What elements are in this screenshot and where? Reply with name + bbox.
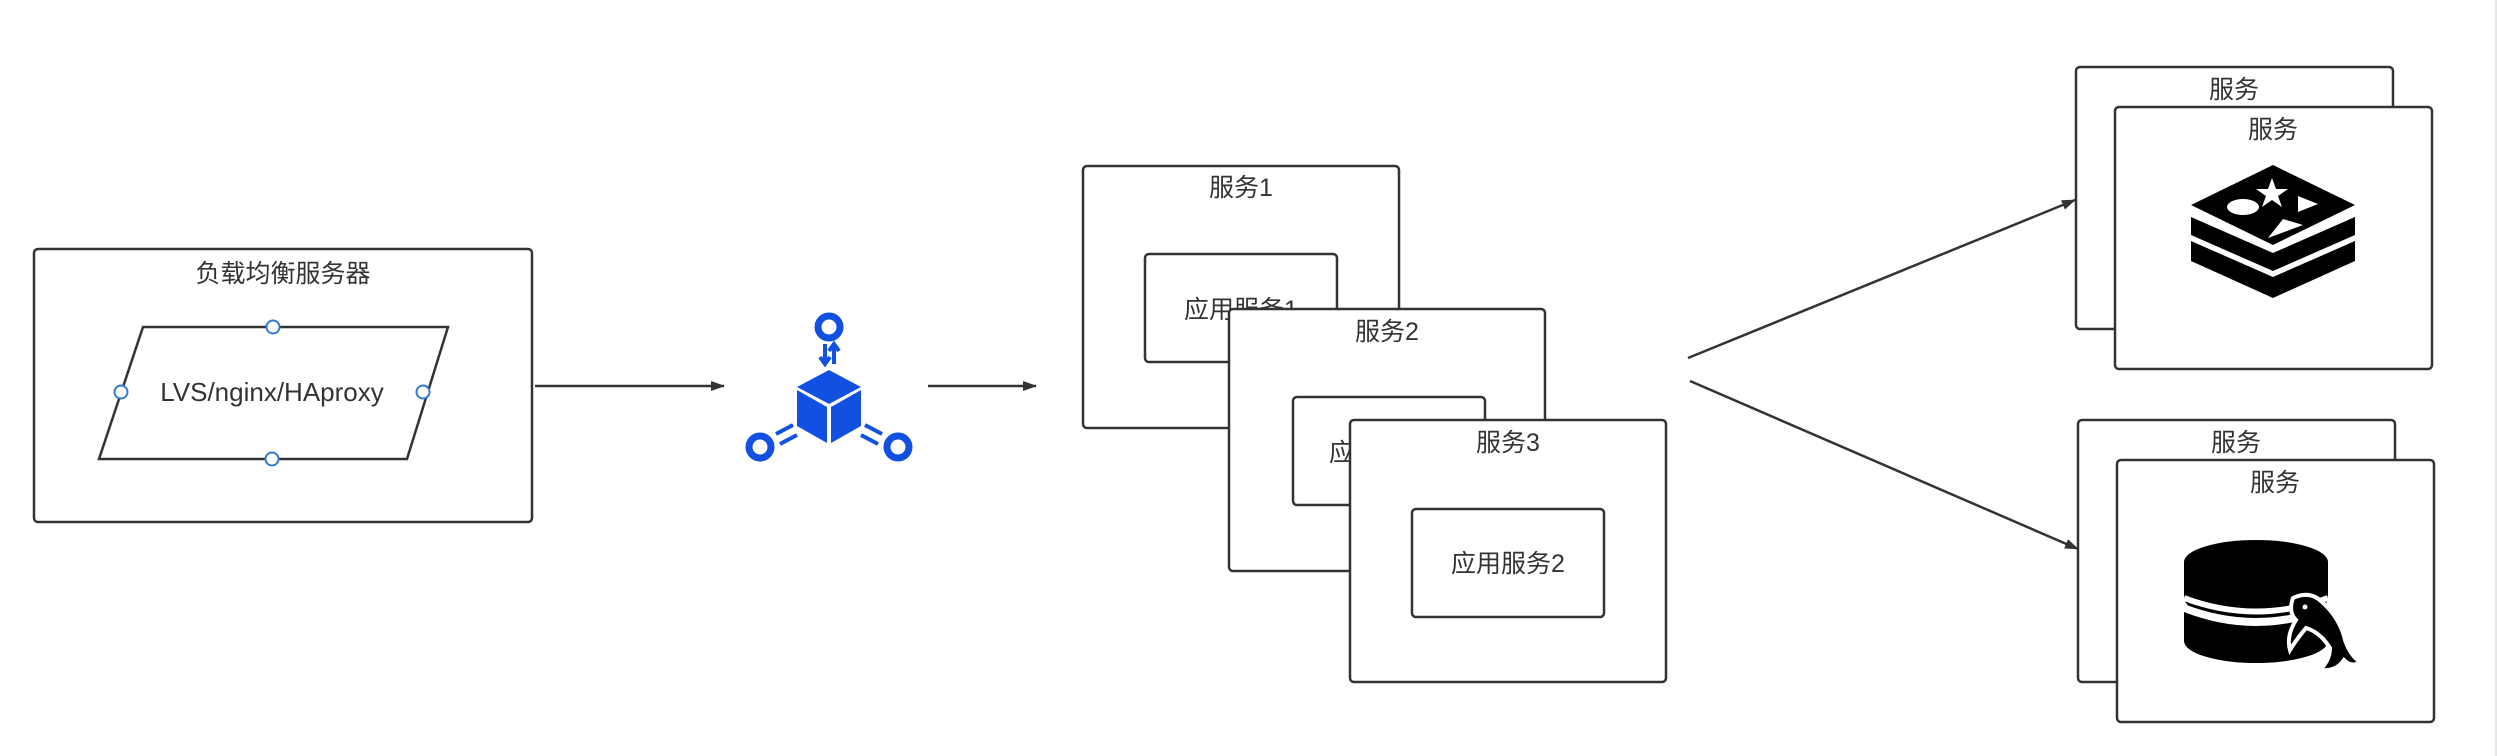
distribution-hub-icon[interactable]	[745, 312, 913, 462]
load-balancer-shape-label: LVS/nginx/HAproxy	[160, 377, 384, 407]
service-card-3[interactable]: 服务3 应用服务2	[1348, 418, 1668, 684]
selection-handle-top[interactable]	[265, 319, 281, 335]
hub-node-right	[883, 432, 913, 462]
service-3-inner-label: 应用服务2	[1451, 550, 1565, 578]
db-service-group[interactable]: 服务 服务	[2076, 418, 2436, 724]
service-3-title: 服务3	[1476, 429, 1540, 457]
service-1-title: 服务1	[1209, 174, 1273, 202]
selection-handle-left[interactable]	[113, 384, 129, 400]
db-back-title: 服务	[2211, 429, 2261, 457]
cube-right	[831, 390, 861, 443]
selection-handle-bottom[interactable]	[264, 451, 280, 467]
db-front-title: 服务	[2250, 469, 2300, 497]
service-2-title: 服务2	[1355, 318, 1419, 346]
connector-services-to-db[interactable]	[1689, 379, 2079, 551]
service-3-inner-box[interactable]	[1410, 507, 1606, 619]
hub-node-left	[745, 432, 775, 462]
load-balancer-parallelogram[interactable]	[97, 325, 450, 461]
selection-handle-right[interactable]	[415, 384, 431, 400]
mysql-database-icon	[2182, 540, 2364, 673]
cube-top	[797, 370, 861, 404]
cache-back-title: 服务	[2209, 76, 2259, 104]
redis-logo-icon	[2191, 165, 2355, 298]
cache-service-group[interactable]: 服务 服务	[2074, 65, 2434, 371]
connector-services-to-cache[interactable]	[1687, 198, 2076, 360]
vertical-scrollbar[interactable]	[2495, 0, 2497, 756]
cube-left	[797, 390, 827, 443]
cache-front-title: 服务	[2248, 116, 2298, 144]
hub-node-top	[814, 312, 844, 342]
load-balancer-title: 负载均衡服务器	[195, 260, 370, 288]
load-balancer-node[interactable]: 负载均衡服务器 LVS/nginx/HAproxy	[32, 247, 534, 524]
